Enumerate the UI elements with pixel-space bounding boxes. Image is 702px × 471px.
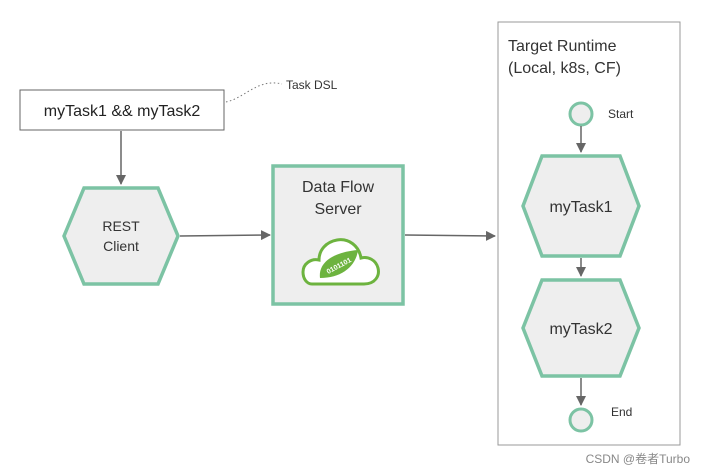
- task-dsl-callout: [225, 82, 283, 103]
- task-node-mytask1: [521, 154, 641, 258]
- rest-client-node: [62, 186, 180, 286]
- task-dsl-box: [19, 89, 225, 131]
- rest-client-label-line1: REST: [102, 218, 140, 234]
- server-label-line2: Server: [314, 201, 362, 218]
- target-runtime-title: Target Runtime: [508, 38, 617, 55]
- watermark-text: CSDN @卷者Turbo: [586, 451, 691, 466]
- data-flow-server-node: [271, 164, 405, 306]
- start-node: [568, 101, 594, 127]
- start-label: Start: [608, 107, 634, 121]
- task-dsl-note: Task DSL: [286, 78, 338, 92]
- server-label-line1: Data Flow: [302, 179, 374, 196]
- task-label-mytask1: myTask1: [549, 199, 612, 216]
- end-node: [568, 407, 594, 433]
- target-runtime-subtitle: (Local, k8s, CF): [508, 60, 621, 77]
- arrow-server-to-runtime: [404, 230, 496, 241]
- task-dsl-text: myTask1 && myTask2: [44, 103, 201, 120]
- rest-client-label-line2: Client: [103, 238, 139, 254]
- cloud-leaf-icon: 0101101: [301, 238, 380, 286]
- end-label: End: [611, 405, 632, 419]
- arrow-rest-client-to-server: [179, 230, 271, 241]
- task-node-mytask2: [521, 278, 641, 378]
- task-label-mytask2: myTask2: [549, 321, 612, 338]
